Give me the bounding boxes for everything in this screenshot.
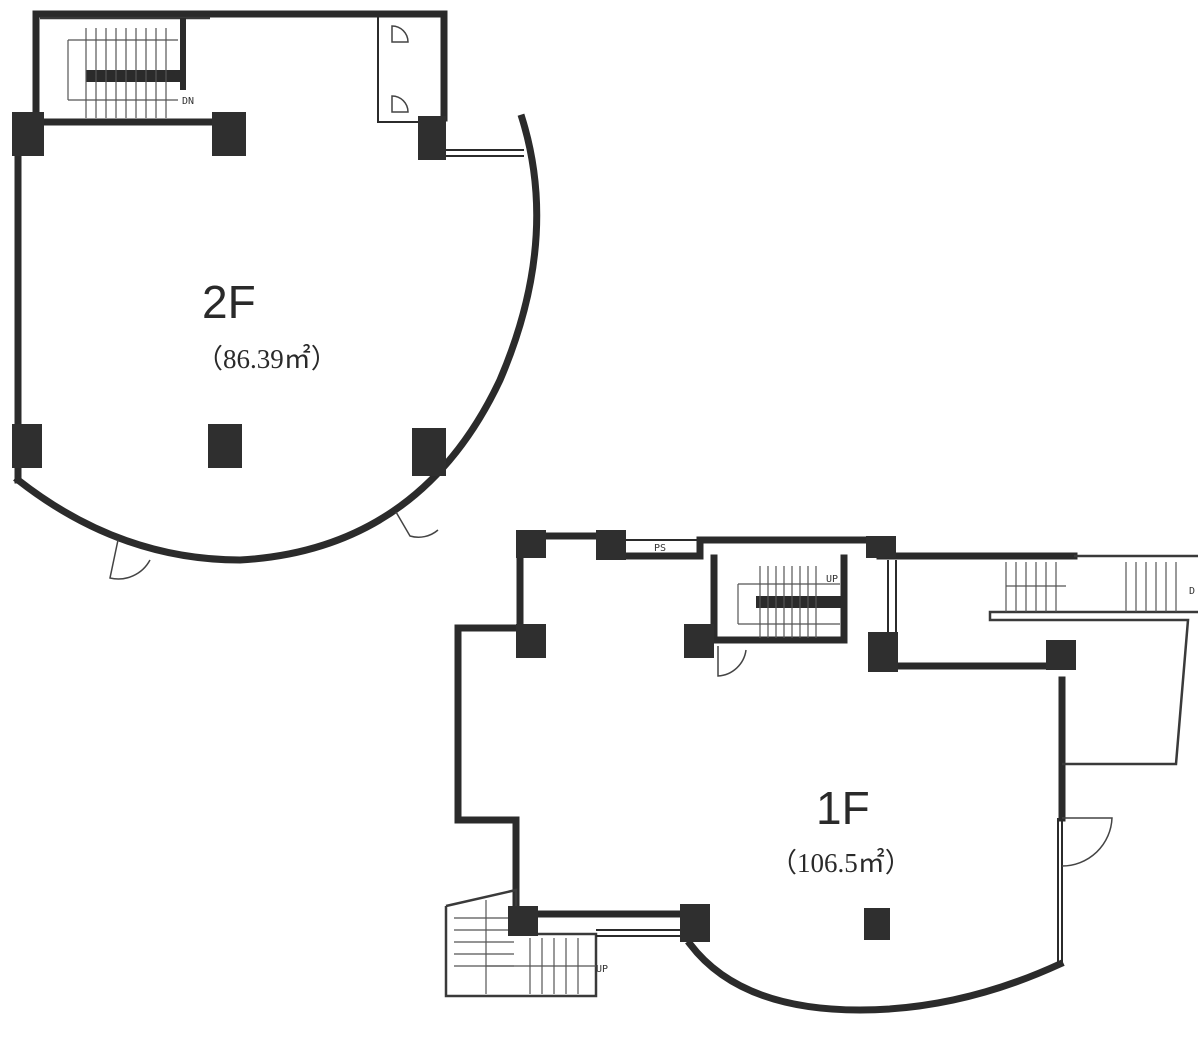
floor-2f-label: 2F xyxy=(202,276,256,328)
floor-1f-side-door xyxy=(1061,817,1113,867)
floor-2f-entrance-door-left xyxy=(109,539,151,580)
floor-1f-staircase xyxy=(737,566,840,638)
floor-1f-column xyxy=(866,536,896,558)
floor-1f-column xyxy=(508,906,538,936)
floor-2f-door-lower xyxy=(391,95,409,113)
floor-2f-outer-wall xyxy=(14,10,448,484)
floor-2f-column xyxy=(412,428,446,476)
floor-1f-stair-door xyxy=(717,646,747,677)
floor-1f-left-exterior-stair xyxy=(444,888,598,998)
floor-2f-column xyxy=(12,424,42,468)
floor-2f-staircase xyxy=(67,28,178,118)
floor-2f-column xyxy=(212,112,246,156)
floor-1f-label: 1F xyxy=(816,782,870,834)
floor-1f-column xyxy=(680,904,710,942)
floor-2f-door-upper xyxy=(391,25,409,43)
floor-2f-entrance-door-right xyxy=(395,511,439,538)
floor-1f-left-wall xyxy=(454,624,694,918)
floor-1f-right-stair-label: D xyxy=(1189,586,1195,597)
floor-2f-column xyxy=(12,112,44,156)
floor-2f-stair-landing-wall xyxy=(86,70,182,82)
floor-2f-utility-room xyxy=(377,13,445,123)
floor-2f-plan: DN 2F （86.39㎡） xyxy=(12,10,541,580)
floor-1f-column xyxy=(868,632,898,672)
floor-1f-column xyxy=(516,530,546,558)
floor-2f-area: （86.39㎡） xyxy=(196,344,338,374)
floor-1f-ps-label: PS xyxy=(654,543,666,554)
floor-1f-curved-wall xyxy=(685,939,1065,1014)
floor-1f-inner-wall xyxy=(878,636,1066,670)
floor-1f-left-stair-label: UP xyxy=(596,964,608,975)
floor-1f-stair-up-label: UP xyxy=(826,574,838,585)
floor-1f-column xyxy=(1046,640,1076,670)
floor-1f-column xyxy=(516,624,546,658)
floor-1f-right-exterior-stair xyxy=(887,554,1198,766)
floor-2f-stair-core-wall xyxy=(180,18,186,90)
floor-1f-column xyxy=(596,530,626,560)
floor-2f-column xyxy=(418,116,446,160)
floor-2f-curved-wall xyxy=(13,113,541,564)
floor-1f-area: （106.5㎡） xyxy=(770,848,912,878)
floor-1f-plan: UP PS xyxy=(444,530,1198,1014)
floor-2f-stair-dn-label: DN xyxy=(182,96,194,107)
floor-1f-column xyxy=(864,908,890,940)
floor-1f-column xyxy=(684,624,714,658)
floor-2f-column xyxy=(208,424,242,468)
